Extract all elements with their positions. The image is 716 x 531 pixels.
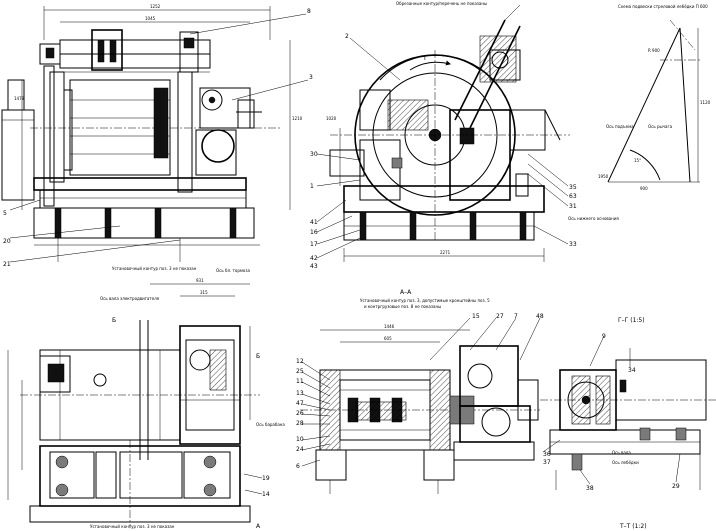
callout-12: 12 bbox=[296, 358, 304, 365]
callout-16: 16 bbox=[310, 229, 318, 236]
dim-side-overall: 2271 bbox=[440, 250, 451, 255]
callout-15: 15 bbox=[472, 313, 480, 320]
callout-17: 17 bbox=[310, 241, 318, 248]
callout-11: 11 bbox=[296, 378, 304, 385]
callout-27: 27 bbox=[496, 313, 504, 320]
callout-6: 6 bbox=[296, 463, 300, 470]
axis-drum-short: Ось барабана bbox=[256, 422, 285, 427]
callout-42: 42 bbox=[310, 255, 318, 262]
dim-top-sub: 1045 bbox=[145, 16, 156, 21]
view-letter-g: Г bbox=[424, 55, 428, 62]
dim-aa-overall: 1446 bbox=[384, 324, 395, 329]
callout-35: 35 bbox=[569, 184, 577, 191]
callout-9: 9 bbox=[602, 333, 606, 340]
dim-top-overall: 1252 bbox=[150, 4, 161, 9]
section-aa-title: А–А bbox=[400, 289, 412, 296]
callout-1: 1 bbox=[310, 183, 314, 190]
callout-7: 7 bbox=[514, 313, 518, 320]
callout-20: 20 bbox=[3, 238, 11, 245]
dim-plan-top: 931 bbox=[196, 278, 204, 283]
callout-14: 14 bbox=[262, 491, 270, 498]
axis-motor: Ось вала электродвигателя bbox=[100, 296, 160, 301]
callout-48: 48 bbox=[536, 313, 544, 320]
callout-47: 47 bbox=[296, 400, 304, 407]
callout-34: 34 bbox=[628, 367, 636, 374]
section-tt-title: Т–Т (1:2) bbox=[619, 523, 647, 530]
callout-63: 63 bbox=[569, 193, 577, 200]
caption-front-view: Установочный контур поз. 3 не показан bbox=[112, 266, 197, 271]
axis-shaft: Ось вала bbox=[612, 450, 631, 455]
view-letter-b: Б bbox=[112, 317, 116, 324]
callout-3: 3 bbox=[309, 74, 313, 81]
side-view: Обрезанные контур/перечень не показаны Г bbox=[310, 1, 619, 270]
caption-side-view: Обрезанные контур/перечень не показаны bbox=[396, 1, 487, 6]
callout-26: 26 bbox=[296, 410, 304, 417]
section-aa-note1: Установочный контур поз. 3, допустимые к… bbox=[360, 298, 490, 303]
section-gg-title: Г–Г (1:5) bbox=[618, 317, 645, 324]
callout-19: 19 bbox=[262, 475, 270, 482]
caption-plan-view: Установочный контур поз. 3 не показан bbox=[90, 524, 175, 529]
dim-scheme-width: 900 bbox=[640, 186, 648, 191]
callout-31: 31 bbox=[569, 203, 577, 210]
plan-view: Ось бл. тормоза 931 315 Ось вала электро… bbox=[7, 268, 285, 530]
dim-side-sub: 1020 bbox=[326, 116, 337, 121]
dim-right-height: 1210 bbox=[292, 116, 303, 121]
callout-38: 38 bbox=[586, 485, 594, 492]
callout-29: 29 bbox=[672, 483, 680, 490]
callout-13: 13 bbox=[296, 390, 304, 397]
axis-winch: Ось лебёдки bbox=[612, 460, 639, 465]
dim-scheme-radius: R 900 bbox=[648, 48, 660, 53]
callout-36: 36 bbox=[543, 451, 551, 458]
section-gg: Г–Г (1:5) Ось вала Ось лебёдки 9 36 37 3… bbox=[540, 317, 716, 530]
callout-43: 43 bbox=[310, 263, 318, 270]
dim-plan-sub: 315 bbox=[200, 290, 208, 295]
front-view: 1252 1045 1478 1210 bbox=[1, 4, 313, 271]
section-aa-note2: и контргрузовые поз. 8 не показаны bbox=[364, 304, 441, 309]
caption-scheme: Схема подвески стреловой лебёдки П 600 bbox=[618, 4, 708, 9]
callout-30: 30 bbox=[310, 151, 318, 158]
axis-ref: Ось подъема bbox=[606, 124, 634, 129]
callout-8: 8 bbox=[307, 8, 311, 15]
callout-5: 5 bbox=[3, 210, 7, 217]
suspension-scheme: Схема подвески стреловой лебёдки П 600 1… bbox=[598, 4, 711, 191]
callout-2: 2 bbox=[345, 33, 349, 40]
callout-41: 41 bbox=[310, 219, 318, 226]
section-aa: А–А Установочный контур поз. 3, допустим… bbox=[296, 289, 544, 494]
callout-33: 33 bbox=[569, 241, 577, 248]
callout-25: 25 bbox=[296, 368, 304, 375]
view-letter-a-plan: А bbox=[256, 523, 261, 530]
callout-37: 37 bbox=[543, 459, 551, 466]
dim-aa-sub: 605 bbox=[384, 336, 392, 341]
axis-arm: Ось рычага bbox=[648, 124, 673, 129]
callout-10: 10 bbox=[296, 436, 304, 443]
axis-lower: Ось нижнего основания bbox=[568, 216, 619, 221]
dim-left-height: 1478 bbox=[14, 96, 25, 101]
callout-24: 24 bbox=[296, 446, 304, 453]
view-letter-b-right: Б bbox=[256, 353, 260, 360]
dim-scheme-angle: 15° bbox=[634, 158, 641, 163]
dim-scheme-base: 1950 bbox=[598, 174, 609, 179]
callout-28: 28 bbox=[296, 420, 304, 427]
callout-21: 21 bbox=[3, 261, 11, 268]
brake-label: Ось бл. тормоза bbox=[216, 268, 250, 273]
dim-scheme-height: 1120 bbox=[700, 100, 711, 105]
